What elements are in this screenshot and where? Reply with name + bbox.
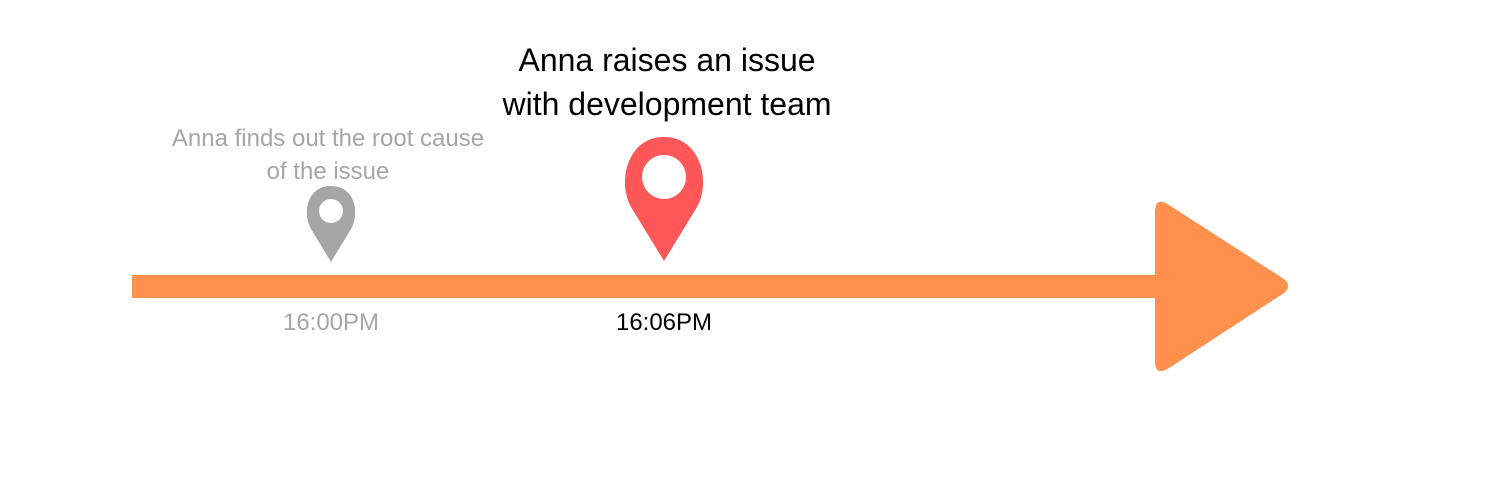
map-pin-icon-past	[306, 186, 356, 262]
pin-hole	[319, 199, 343, 223]
timeline-bar	[132, 275, 1172, 298]
event-time-current: 16:06PM	[615, 309, 713, 336]
map-pin-icon	[306, 186, 356, 262]
arrow-head-icon	[1155, 201, 1288, 372]
event-description-line: with development team	[502, 86, 832, 122]
map-pin-icon-current	[624, 137, 704, 261]
event-description-line: Anna raises an issue	[518, 42, 816, 78]
event-description-line: of the issue	[266, 158, 390, 185]
event-description-line: Anna finds out the root cause	[171, 125, 485, 152]
event-description-past: Anna finds out the root cause of the iss…	[128, 122, 528, 188]
event-time-past: 16:00PM	[282, 309, 380, 336]
pin-hole	[642, 155, 686, 199]
event-description-current: Anna raises an issue with development te…	[447, 38, 887, 126]
